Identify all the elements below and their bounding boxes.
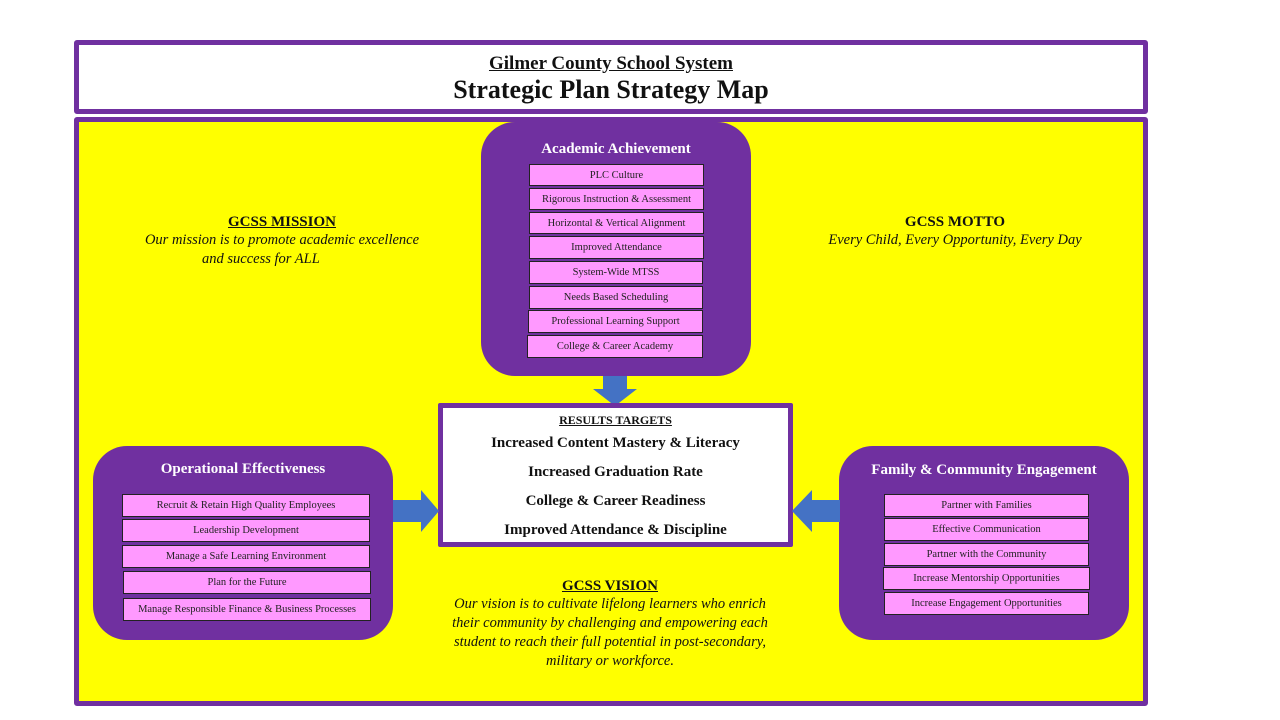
operational-effectiveness-title: Operational Effectiveness xyxy=(160,461,326,477)
academic-item: Needs Based Scheduling xyxy=(529,286,703,309)
family-item: Partner with Families xyxy=(884,494,1089,517)
motto-text: Every Child, Every Opportunity, Every Da… xyxy=(828,232,1082,248)
right-arrow-icon xyxy=(393,490,439,532)
results-item: Increased Graduation Rate xyxy=(528,464,703,480)
academic-item: Rigorous Instruction & Assessment xyxy=(529,188,704,210)
operational-item: Leadership Development xyxy=(122,519,370,542)
operational-item: Recruit & Retain High Quality Employees xyxy=(122,494,370,517)
page-title: Strategic Plan Strategy Map xyxy=(453,75,769,104)
family-community-engagement-panel: Family & Community Engagement Partner wi… xyxy=(839,446,1129,640)
operational-item: Plan for the Future xyxy=(123,571,371,594)
family-item: Increase Mentorship Opportunities xyxy=(883,567,1090,590)
mission-statement: GCSS MISSION Our mission is to promote a… xyxy=(122,214,442,269)
results-item: College & Career Readiness xyxy=(525,493,706,509)
vision-line: student to reach their full potential in… xyxy=(454,634,766,650)
academic-item: Improved Attendance xyxy=(529,236,704,259)
academic-achievement-title: Academic Achievement xyxy=(541,141,691,157)
results-item: Improved Attendance & Discipline xyxy=(504,522,727,538)
academic-item: Professional Learning Support xyxy=(528,310,703,333)
mission-heading: GCSS MISSION xyxy=(228,214,336,230)
results-heading: RESULTS TARGETS xyxy=(559,413,672,427)
operational-item: Manage Responsible Finance & Business Pr… xyxy=(123,598,371,621)
academic-achievement-panel: Academic Achievement PLC Culture Rigorou… xyxy=(481,122,751,376)
vision-line: their community by challenging and empow… xyxy=(452,615,768,631)
family-item: Increase Engagement Opportunities xyxy=(884,592,1089,615)
academic-item: College & Career Academy xyxy=(527,335,703,358)
motto-statement: GCSS MOTTO Every Child, Every Opportunit… xyxy=(800,214,1110,250)
motto-heading: GCSS MOTTO xyxy=(904,214,1006,230)
results-targets-box: RESULTS TARGETS Increased Content Master… xyxy=(438,403,793,547)
academic-item: System-Wide MTSS xyxy=(529,261,703,284)
family-item: Effective Communication xyxy=(884,518,1089,541)
mission-line-1: Our mission is to promote academic excel… xyxy=(144,232,420,248)
academic-item: PLC Culture xyxy=(529,164,704,186)
vision-heading: GCSS VISION xyxy=(561,578,658,594)
family-community-engagement-title: Family & Community Engagement xyxy=(871,462,1097,478)
down-arrow-icon xyxy=(593,376,637,406)
vision-line: Our vision is to cultivate lifelong lear… xyxy=(454,596,766,612)
results-item: Increased Content Mastery & Literacy xyxy=(491,435,740,451)
family-item: Partner with the Community xyxy=(884,543,1089,566)
operational-item: Manage a Safe Learning Environment xyxy=(122,545,370,568)
title-banner: Gilmer County School System Strategic Pl… xyxy=(74,40,1148,114)
vision-line: military or workforce. xyxy=(546,653,674,669)
academic-item: Horizontal & Vertical Alignment xyxy=(529,212,704,234)
operational-effectiveness-panel: Operational Effectiveness Recruit & Reta… xyxy=(93,446,393,640)
left-arrow-icon xyxy=(792,490,840,532)
mission-line-2: and success for ALL xyxy=(202,251,320,267)
vision-statement: GCSS VISION Our vision is to cultivate l… xyxy=(420,578,800,671)
organization-name: Gilmer County School System xyxy=(488,53,733,74)
